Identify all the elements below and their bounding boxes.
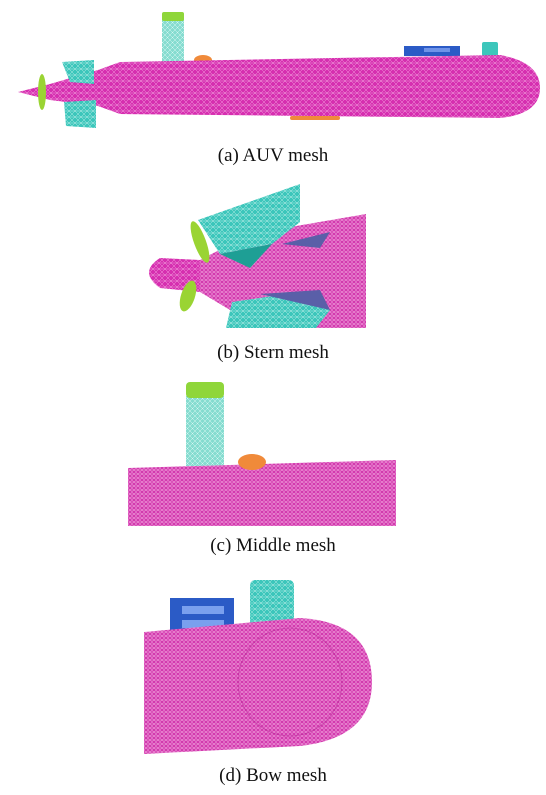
propeller xyxy=(38,74,46,110)
middle-mast-cap xyxy=(186,382,224,398)
panel-auv xyxy=(0,0,546,140)
middle-hull xyxy=(128,460,396,526)
bow-sensor xyxy=(482,42,498,56)
mast-cap xyxy=(162,12,184,21)
caption-bow: (d) Bow mesh xyxy=(219,765,327,786)
upper-fin xyxy=(62,60,94,84)
bow-mesh-image xyxy=(144,580,372,754)
hull xyxy=(98,55,540,118)
caption-auv: (a) AUV mesh xyxy=(217,145,329,166)
panel-bow xyxy=(0,570,546,755)
stern-upper-fin xyxy=(198,184,300,254)
propeller-blade-upper xyxy=(190,221,210,263)
caption-stern: (b) Stern mesh xyxy=(217,342,329,363)
bow-hull xyxy=(144,618,372,754)
auv-mesh-image xyxy=(18,12,540,128)
lower-fin xyxy=(64,100,96,128)
panel-middle xyxy=(0,376,546,528)
keel xyxy=(290,116,340,120)
middle-dome xyxy=(238,454,266,470)
bow-teal-sensor xyxy=(250,580,294,630)
panel-stern xyxy=(0,182,546,332)
middle-mesh-image xyxy=(128,382,396,526)
stern-mesh-image xyxy=(149,184,366,328)
caption-middle: (c) Middle mesh xyxy=(210,535,336,556)
middle-mast xyxy=(186,396,224,466)
propeller-blade-lower xyxy=(179,280,197,312)
mast xyxy=(162,18,184,66)
